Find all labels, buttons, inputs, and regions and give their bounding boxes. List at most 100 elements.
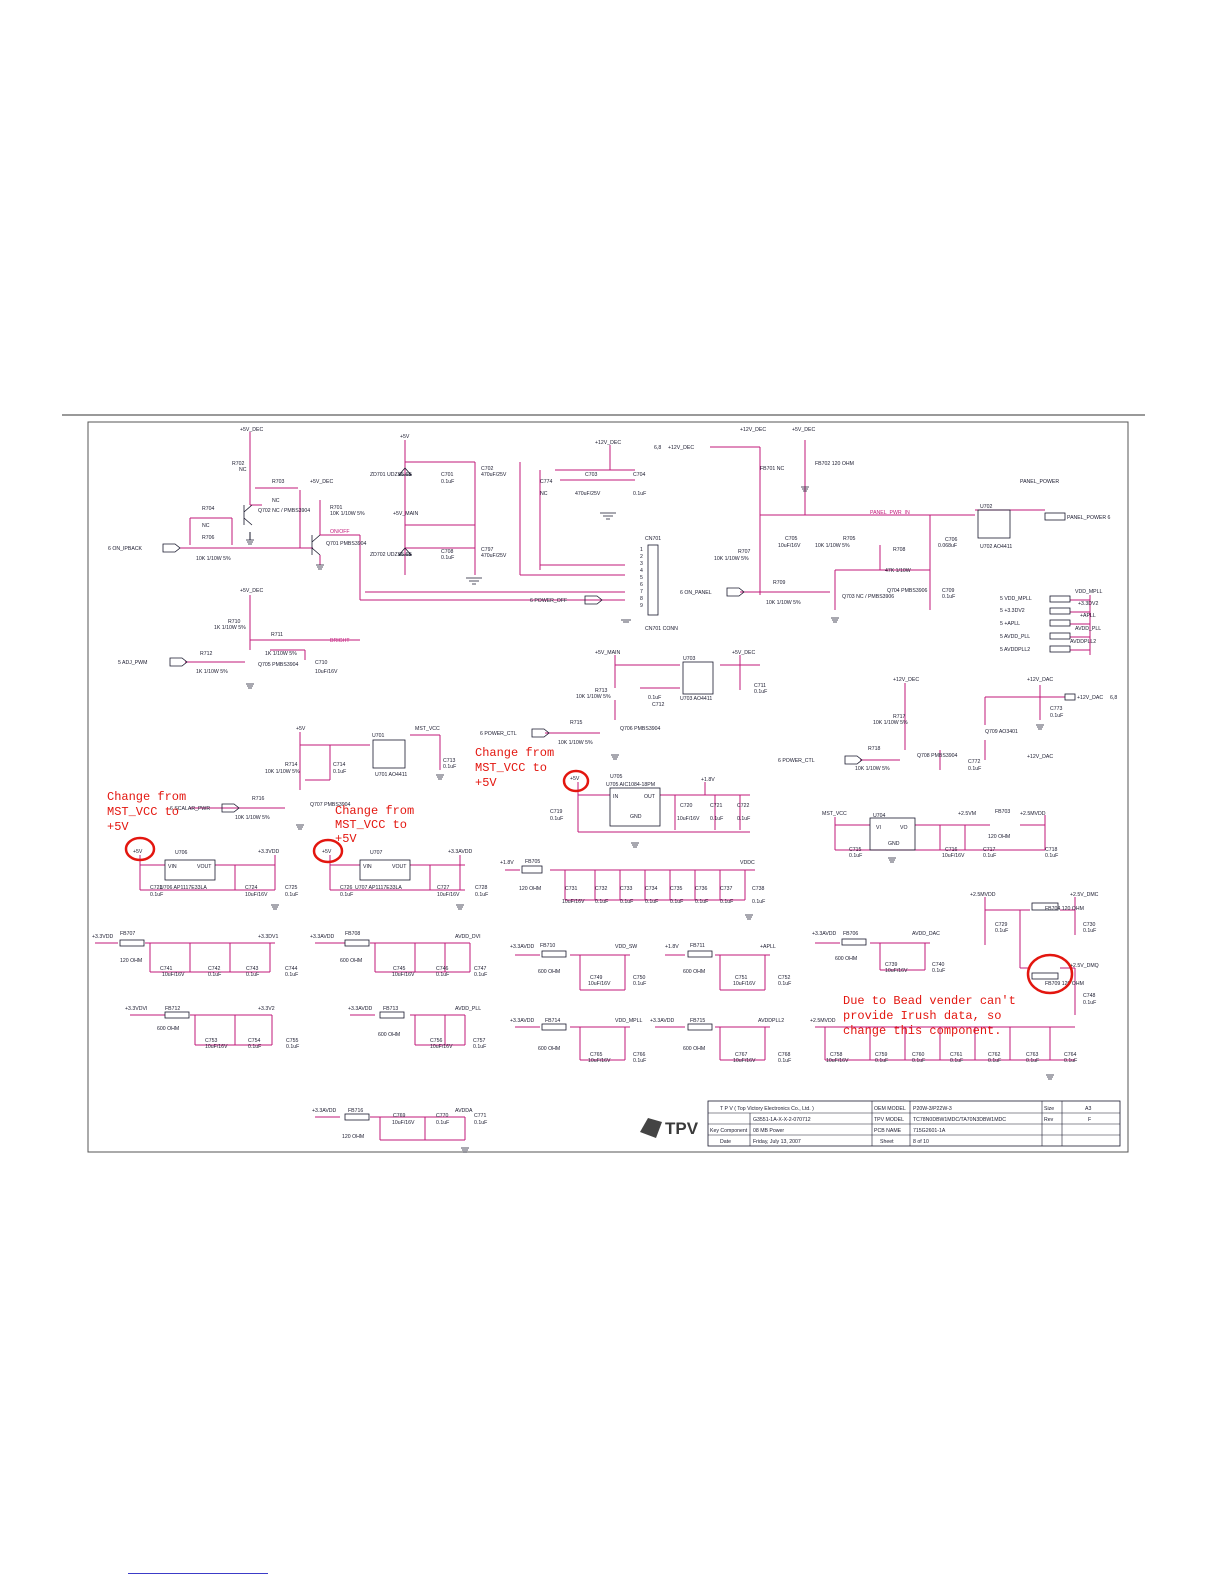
svg-text:0.1uF: 0.1uF [942,594,955,600]
net-panel-pwr-in: PANEL_PWR_IN [870,510,910,516]
svg-text:0.1uF: 0.1uF [248,1044,261,1050]
net-5v-u705: +5V [570,776,580,782]
net-2-5vm: +2.5VM [958,811,976,817]
svg-text:C761: C761 [950,1052,963,1058]
net-5v-main-1: +5V_MAIN [393,511,418,517]
port-panel-power: PANEL_POWER 6 [1067,515,1111,521]
svg-text:FB713: FB713 [383,1006,398,1012]
net-3-3avdd-5: +3.3AVDD [348,1006,373,1012]
net-bright: BRIGHT [330,638,350,644]
svg-text:0.1uF: 0.1uF [912,1058,925,1064]
svg-text:0.1uF: 0.1uF [875,1058,888,1064]
svg-text:C758: C758 [830,1052,843,1058]
svg-text:10uF/16V: 10uF/16V [245,892,268,898]
svg-text:C725: C725 [285,885,298,891]
net-2-5mvdd-3: +2.5MVDD [810,1018,836,1024]
title-block: T P V ( Top Victory Electronics Co., Ltd… [640,1100,1121,1147]
highlight-circle-fb709 [1026,953,1074,995]
svg-text:C717: C717 [983,847,996,853]
svg-text:600 OHM: 600 OHM [340,958,362,964]
net-5v-dec-4: +5V_DEC [732,650,755,656]
tb-key-component-label: Key Component [710,1128,748,1134]
svg-text:C701: C701 [441,472,454,478]
u705-label: U705 AIC1084-18PM [606,782,655,788]
svg-text:0.1uF: 0.1uF [441,555,454,561]
svg-text:0.1uF: 0.1uF [849,853,862,859]
tpv-logo-text: TPV [665,1119,699,1138]
port-power-ctl-2: 6 POWER_CTL [778,758,815,764]
svg-text:C730: C730 [1083,922,1096,928]
net-apll-2: +APLL [760,944,776,950]
net-vdd-sw: VDD_SW [615,944,637,950]
svg-text:VDD_MPLL: VDD_MPLL [1075,589,1103,595]
svg-text:10K 1/10W 5%: 10K 1/10W 5% [265,769,300,775]
svg-text:C742: C742 [208,966,221,972]
svg-text:10uF/16V: 10uF/16V [885,968,908,974]
svg-text:C754: C754 [248,1038,261,1044]
svg-text:C708: C708 [441,549,454,555]
svg-text:0.1uF: 0.1uF [1050,713,1063,719]
svg-text:600 OHM: 600 OHM [157,1026,179,1032]
net-1-8v-1: +1.8V [701,777,715,783]
tb-date-label: Date [720,1139,731,1145]
zd701-label: ZD701 UDZS5.6B [370,472,412,478]
svg-text:10uF/16V: 10uF/16V [162,972,185,978]
q703-label: Q703 NC / PMBS3906 [842,594,894,600]
svg-text:10K 1/10W 5%: 10K 1/10W 5% [235,815,270,821]
svg-text:R712: R712 [200,651,213,657]
svg-text:10uF/16V: 10uF/16V [392,1120,415,1126]
svg-text:C733: C733 [620,886,633,892]
net-mst-vcc-2: MST_VCC [822,811,847,817]
svg-text:R708: R708 [893,547,906,553]
svg-text:10K 1/10W 5%: 10K 1/10W 5% [855,766,890,772]
net-3-3vdvi: +3.3VDVI [125,1006,147,1012]
svg-text:NC: NC [272,498,280,504]
svg-text:C797: C797 [481,547,494,553]
svg-text:C757: C757 [473,1038,486,1044]
svg-text:10uF/16V: 10uF/16V [588,981,611,987]
svg-text:10K 1/10W 5%: 10K 1/10W 5% [873,720,908,726]
net-3-3avdd-7: +3.3AVDD [650,1018,675,1024]
svg-text:C720: C720 [680,803,693,809]
cn701-label: CN701 CONN [645,626,678,632]
net-3-3avdd-6: +3.3AVDD [510,1018,535,1024]
svg-text:R707: R707 [738,549,751,555]
tb-tpv-model-label: TPV MODEL [874,1117,904,1123]
svg-text:+3.3DV1: +3.3DV1 [258,934,278,940]
svg-text:0.1uF: 0.1uF [285,892,298,898]
fb702-label: FB702 120 OHM [815,461,854,467]
svg-text:10uF/16V: 10uF/16V [826,1058,849,1064]
net-12v-dac-2: +12V_DAC [1077,695,1103,701]
svg-text:FB710: FB710 [540,943,555,949]
right-port-2: 5 +3.3DV2 [1000,608,1025,614]
tb-size: A3 [1085,1106,1091,1112]
port-on-panel: 6 ON_PANEL [680,590,712,596]
svg-text:0.1uF: 0.1uF [670,899,683,905]
svg-text:FB708: FB708 [345,931,360,937]
svg-text:0.1uF: 0.1uF [695,899,708,905]
net-5v-dec-3: +5V_DEC [240,588,263,594]
note-3-line-3: +5V [475,776,497,790]
svg-text:4: 4 [640,568,643,574]
tb-key-component: 08 MB Power [753,1128,784,1134]
net-2-5v-dmq: +2.5V_DMQ [1070,963,1099,969]
svg-text:6,8: 6,8 [654,445,661,451]
svg-text:0.1uF: 0.1uF [1045,853,1058,859]
footer-link-underline[interactable] [128,1573,268,1574]
svg-text:U707: U707 [370,850,383,856]
svg-text:C723: C723 [150,885,163,891]
svg-text:7: 7 [640,589,643,595]
port-scalar-pwr: 6 SCALAR_PWR [170,806,210,812]
net-avdd-dvi: AVDD_DVI [455,934,481,940]
net-3-3avdd-3: +3.3AVDD [510,944,535,950]
fb704-label: FB704 120 OHM [1045,906,1084,912]
note-2-line-1: Change from [335,804,414,818]
note-scalar: Change from MST_VCC to +5V [107,790,186,862]
svg-text:AVDD_PLL: AVDD_PLL [1075,626,1101,632]
svg-text:0.1uF: 0.1uF [285,972,298,978]
